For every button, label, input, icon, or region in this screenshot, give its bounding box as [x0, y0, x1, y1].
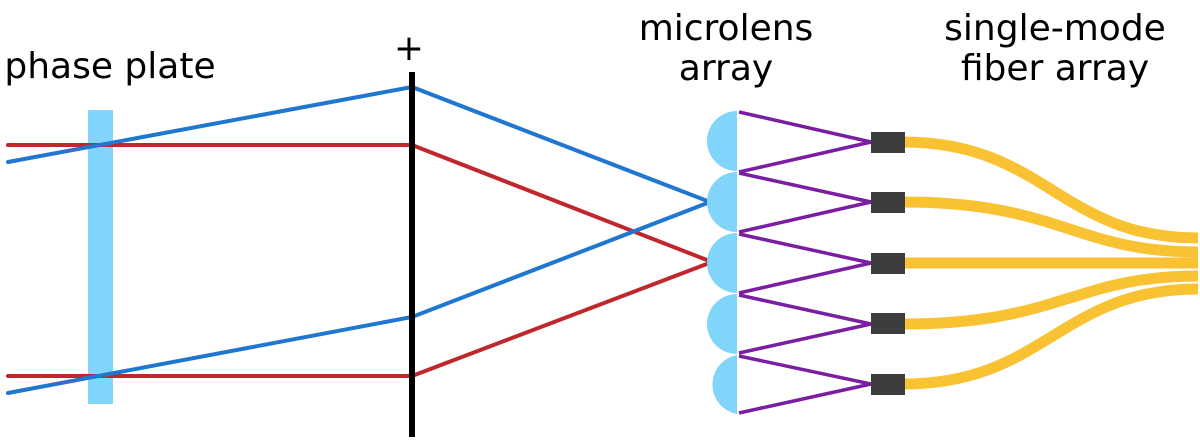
microlens-label-line1: microlens	[639, 8, 814, 49]
blue-beam-lower	[6, 200, 712, 395]
fiber-connector	[871, 192, 905, 213]
purple-beam	[738, 232, 872, 295]
microlens	[707, 233, 737, 293]
fibers	[902, 136, 1199, 390]
blue-beams	[6, 84, 712, 395]
microlens-array	[707, 111, 737, 414]
purple-beam	[738, 293, 872, 355]
fiber-connector	[871, 374, 905, 395]
fiber-label-line1: single-mode	[944, 8, 1166, 49]
fiber-label-line2: fiber array	[961, 48, 1149, 89]
microlens	[707, 294, 737, 354]
red-beam-lower	[6, 260, 714, 378]
purple-beam	[738, 110, 872, 174]
microlens	[712, 355, 737, 414]
fiber-connectors	[871, 132, 905, 395]
fiber-connector	[871, 313, 905, 334]
fiber-connector	[871, 253, 905, 274]
fiber	[902, 270, 1199, 330]
microlens	[707, 172, 737, 232]
microlens-label-line2: array	[679, 48, 773, 89]
phase-plate-label: phase plate	[4, 46, 215, 87]
fiber-connector	[871, 132, 905, 153]
microlens	[707, 111, 737, 171]
phase-plate	[88, 110, 113, 404]
fiber	[902, 283, 1199, 390]
fiber	[902, 136, 1199, 244]
purple-beams	[738, 110, 872, 415]
lens-plus-symbol: +	[394, 28, 424, 69]
fiber	[902, 196, 1199, 258]
purple-beam	[738, 171, 872, 234]
red-beams	[6, 143, 714, 378]
purple-beam	[738, 354, 872, 415]
